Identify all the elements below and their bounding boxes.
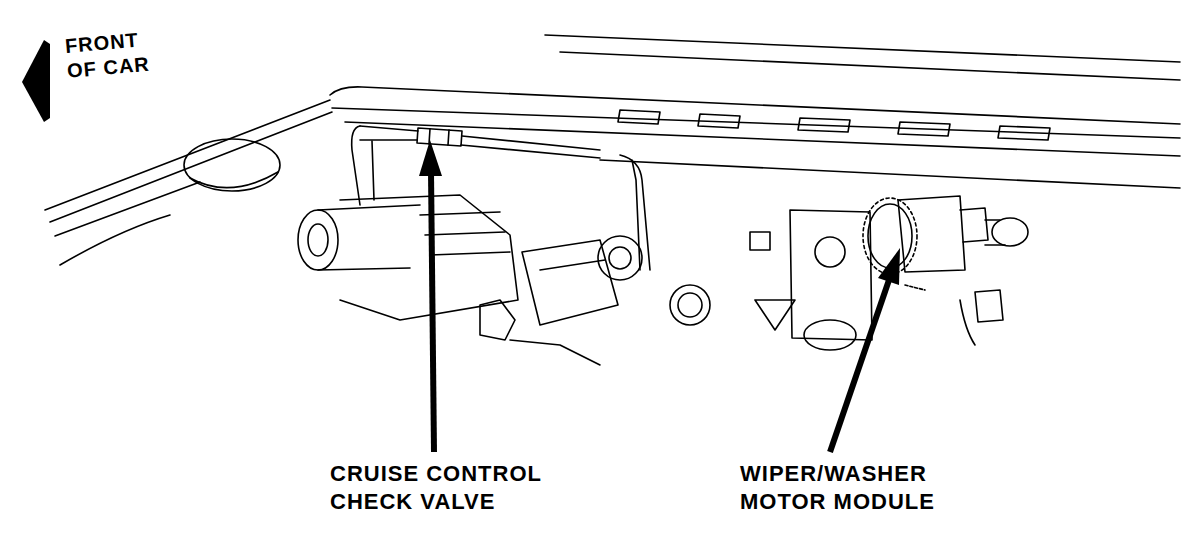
strut-tower: [184, 139, 280, 191]
bracket: [750, 232, 770, 250]
windshield-line: [560, 52, 1180, 80]
vacuum-hose: [352, 126, 374, 205]
air-intake: [298, 210, 338, 270]
part-label: CRUISE CONTROL CHECK VALVE: [330, 460, 580, 515]
cowl-line: [345, 122, 1180, 156]
vacuum-hose: [461, 136, 600, 158]
direction-label: FRONT OF CAR: [64, 26, 160, 84]
leader-line: [431, 172, 434, 452]
firewall-hole: [815, 237, 845, 267]
leader-line: [830, 280, 889, 452]
wire: [960, 300, 975, 345]
part-label: WIPER/WASHER MOTOR MODULE: [740, 460, 958, 515]
bracket: [480, 300, 515, 340]
cowl-vent: [698, 114, 740, 128]
cowl-vent: [998, 126, 1050, 140]
firewall-line: [600, 160, 1180, 188]
bracket: [975, 290, 1003, 322]
washer-pump: [985, 220, 1005, 245]
front-arrow: [22, 40, 50, 122]
washer-pump: [992, 218, 1028, 246]
cowl-vent: [798, 118, 850, 132]
cable-ring: [670, 285, 710, 325]
check-valve: [417, 128, 462, 146]
fender-line: [50, 112, 332, 222]
arrowhead: [878, 248, 900, 285]
cowl-line: [330, 87, 1180, 124]
pulley: [609, 247, 631, 269]
wiper-motor: [898, 196, 965, 272]
arrowhead: [419, 140, 442, 176]
check-valve: [429, 129, 449, 145]
wiper-motor: [960, 208, 988, 242]
wire: [905, 285, 925, 290]
air-intake: [308, 224, 328, 256]
vacuum-hose: [360, 126, 418, 140]
firewall-hole: [755, 300, 795, 330]
fender-line: [45, 100, 330, 210]
cowl-vent: [898, 122, 950, 136]
windshield-line: [545, 35, 1180, 62]
strut-tower: [190, 172, 278, 188]
air-intake: [318, 205, 420, 270]
wiper-motor: [868, 204, 912, 268]
hose-loop: [804, 320, 856, 350]
fender-line: [60, 215, 170, 265]
cruise-servo: [540, 260, 605, 270]
cable-ring: [678, 293, 702, 317]
cowl-vent: [618, 110, 660, 124]
leader-arrows: [419, 140, 900, 452]
line-art: [45, 35, 1180, 365]
pulley: [598, 236, 642, 280]
wire: [510, 340, 600, 365]
cruise-servo: [522, 240, 618, 325]
vacuum-hose: [620, 155, 650, 270]
fender-line: [55, 182, 200, 236]
